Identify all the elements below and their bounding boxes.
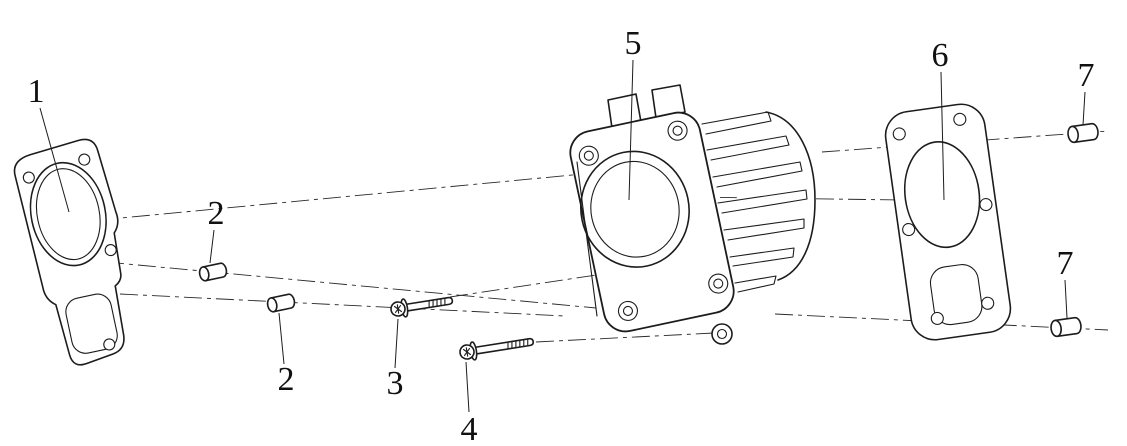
head-bore-outer: [580, 150, 690, 268]
head-stud-hole: [617, 300, 639, 321]
dowel-face: [266, 297, 278, 313]
head-stud-hole: [708, 273, 729, 294]
part-2-dowel-pin-b: [266, 293, 296, 313]
cooling-fin: [717, 189, 808, 214]
head-face-thickness-line: [576, 161, 598, 317]
leader-line-7a: [1082, 91, 1086, 126]
gasket-bolt-hole: [78, 153, 91, 166]
leader-line-4: [465, 361, 470, 413]
head-stud-hole-inner: [713, 278, 724, 289]
axis-line: [535, 332, 715, 343]
axis-line: [99, 173, 584, 221]
part-2-dowel-pin-a: [198, 262, 228, 282]
gasket-bolt-hole: [104, 244, 117, 257]
gasket-outline: [884, 103, 1012, 341]
part-label-6: 6: [932, 37, 949, 74]
dowel-face: [1050, 319, 1062, 338]
gasket-bolt-hole: [103, 338, 116, 351]
part-7-dowel-pin-a: [1067, 122, 1099, 144]
part-label-2a: 2: [208, 195, 225, 232]
gasket-chain-passage: [65, 293, 118, 354]
head-stud-hole-inner: [672, 125, 683, 136]
part-label-7b: 7: [1057, 245, 1074, 282]
part-label-4: 4: [461, 411, 478, 446]
part-5-cylinder-head: [569, 84, 816, 345]
axis-line: [105, 261, 597, 309]
part-3-flange-bolt: [390, 296, 454, 318]
gasket-bolt-hole: [979, 197, 993, 212]
part-7-dowel-pin-b: [1050, 316, 1082, 338]
leader-line-3: [394, 318, 399, 369]
head-rear-cylinder-fill: [734, 112, 815, 288]
gasket-bore-outer: [29, 161, 107, 267]
leader-line-7b: [1064, 279, 1068, 319]
gasket-outline: [13, 138, 125, 366]
part-label-2b: 2: [278, 361, 295, 398]
gasket-bolt-hole: [902, 222, 916, 237]
bolt-head-recess: [463, 347, 471, 357]
axis-line: [119, 293, 566, 317]
part-1-cylinder-gasket: [13, 138, 125, 366]
cooling-fin: [701, 111, 772, 135]
head-bottom-boss: [711, 323, 733, 345]
cooling-fin: [734, 275, 777, 293]
part-label-3: 3: [387, 365, 404, 402]
dowel-face: [198, 266, 210, 282]
head-front-face: [569, 111, 735, 333]
dowel-face: [1067, 125, 1079, 144]
part-label-5: 5: [625, 25, 642, 62]
cooling-fin: [729, 247, 795, 267]
head-stud-hole: [578, 145, 599, 166]
head-bottom-boss-hole: [716, 328, 728, 340]
gasket-bolt-hole: [981, 296, 995, 310]
leader-line-2b: [278, 312, 285, 365]
part-6-head-gasket: [884, 103, 1012, 341]
cooling-fin: [712, 161, 803, 188]
part-4-flange-bolt: [459, 337, 535, 361]
head-rear-cylinder-outline: [765, 111, 816, 281]
bolt-threads: [507, 338, 529, 350]
cooling-fin: [723, 218, 805, 241]
bolt-shaft: [474, 337, 535, 355]
cooling-fin: [706, 135, 790, 161]
leader-line-2a: [209, 229, 215, 264]
gasket-chain-cutout: [929, 264, 983, 326]
gasket-bore: [903, 141, 981, 249]
bolt-head-recess: [394, 304, 402, 314]
gasket-bolt-hole: [930, 311, 944, 325]
leader-line-5: [628, 59, 634, 201]
leader-lines: [39, 59, 1086, 413]
leader-line-6: [940, 71, 945, 201]
leader-line-1: [39, 107, 70, 213]
head-stud-hole-inner: [583, 150, 594, 161]
head-face-plate: [569, 111, 735, 333]
gasket-bolt-hole: [953, 112, 967, 126]
bolt-threads: [428, 297, 446, 308]
part-label-1: 1: [28, 73, 45, 110]
head-stud-hole-inner: [622, 305, 634, 316]
head-stud-hole: [667, 120, 688, 141]
callout-labels: 1 2 2 3 4 5 6 7 7: [28, 25, 1095, 446]
head-cooling-fins: [701, 111, 808, 293]
gasket-bolt-hole: [892, 127, 906, 141]
gasket-bore-inner: [35, 168, 101, 261]
part-label-7a: 7: [1078, 57, 1095, 94]
gasket-bolt-hole: [22, 171, 35, 184]
